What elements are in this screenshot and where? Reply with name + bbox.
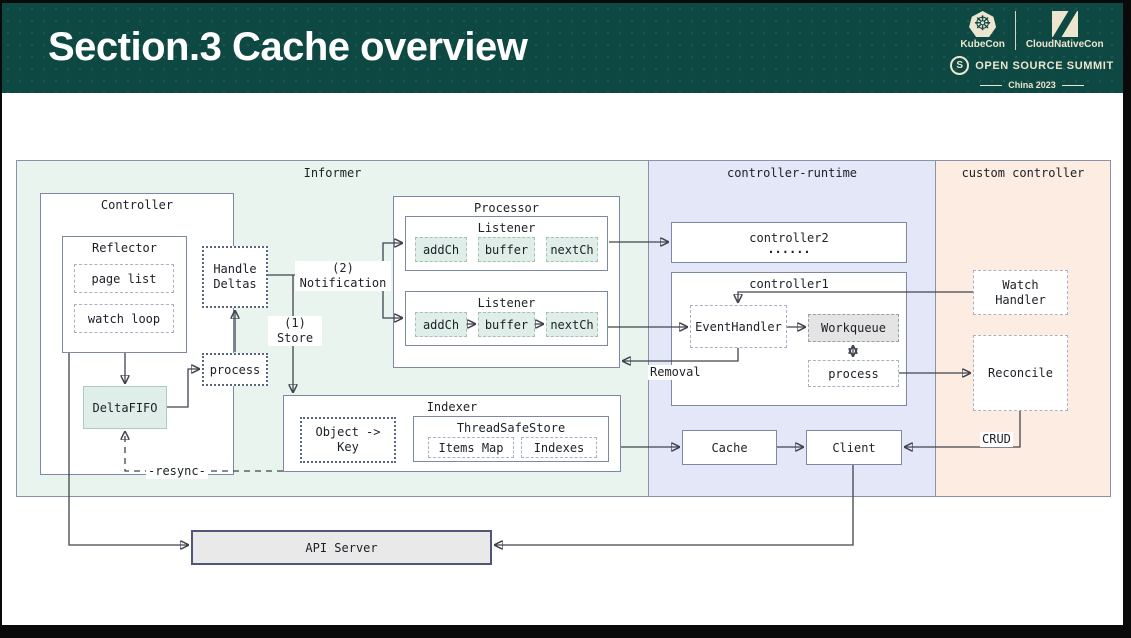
slide-header: Section.3 Cache overview ☸ KubeCon Cloud… — [2, 3, 1123, 93]
section-controller-runtime-label: controller-runtime — [726, 166, 858, 180]
handle-deltas-box: Handle Deltas — [202, 246, 268, 308]
label-crud: CRUD — [980, 432, 1013, 447]
edition-row: China 2023 — [980, 80, 1084, 90]
client-box: Client — [806, 430, 902, 465]
summit-s-icon: S — [950, 56, 970, 75]
section-custom-controller-label: custom controller — [961, 166, 1085, 180]
page-title: Section.3 Cache overview — [48, 25, 528, 69]
conference-logos: ☸ KubeCon CloudNativeCon — [960, 11, 1104, 50]
edition-label: China 2023 — [1008, 80, 1056, 90]
watch-loop-box: watch loop — [74, 304, 174, 333]
event-logos: ☸ KubeCon CloudNativeCon S OPEN SOURCE S… — [950, 11, 1113, 90]
process-informer-box: process — [202, 353, 268, 386]
logo-divider — [1014, 11, 1016, 50]
buffer-bottom-box: buffer — [478, 312, 535, 337]
event-handler-box: EventHandler — [690, 305, 787, 348]
kubecon-logo: ☸ KubeCon — [960, 11, 1005, 50]
label-store: (1) Store — [268, 316, 322, 346]
reconcile-box: Reconcile — [973, 335, 1068, 411]
summit-label: OPEN SOURCE SUMMIT — [975, 59, 1114, 72]
controller2-ellipsis: ...... — [767, 242, 811, 257]
process-runtime-box: process — [808, 360, 899, 387]
items-map-box: Items Map — [428, 437, 514, 458]
watch-handler-box: Watch Handler — [973, 270, 1068, 315]
edition-line-right — [1061, 84, 1084, 86]
label-removal: Removal — [648, 365, 703, 380]
kubecon-label: KubeCon — [960, 39, 1005, 50]
cache-box: Cache — [682, 430, 777, 465]
controller2-label: controller2 — [749, 231, 829, 246]
reflector-box: Reflector — [62, 236, 187, 353]
kubernetes-helm-icon: ☸ — [969, 11, 997, 37]
controller2-box: controller2 ...... — [671, 222, 907, 263]
object-to-key-box: Object -> Key — [300, 417, 396, 463]
cloudnativecon-label: CloudNativeCon — [1025, 39, 1104, 50]
addch-top-box: addCh — [415, 237, 467, 262]
label-resync: -resync- — [146, 464, 208, 479]
workqueue-box: Workqueue — [808, 314, 899, 342]
nextch-bottom-box: nextCh — [546, 312, 598, 337]
section-informer-label: Informer — [303, 166, 362, 180]
addch-bottom-box: addCh — [415, 312, 467, 337]
cloudnativecon-icon — [1051, 11, 1078, 37]
page-list-box: page list — [74, 264, 174, 293]
indexes-box: Indexes — [521, 437, 597, 458]
section-custom-controller: custom controller — [935, 160, 1111, 497]
edition-line-left — [980, 84, 1003, 86]
label-notification: (2) Notification — [295, 261, 391, 291]
open-source-summit-logo: S OPEN SOURCE SUMMIT — [950, 56, 1114, 75]
buffer-top-box: buffer — [478, 237, 535, 262]
delta-fifo-box: DeltaFIFO — [83, 386, 167, 429]
cloudnativecon-logo: CloudNativeCon — [1026, 11, 1104, 50]
nextch-top-box: nextCh — [546, 237, 598, 262]
api-server-box: API Server — [191, 530, 492, 565]
